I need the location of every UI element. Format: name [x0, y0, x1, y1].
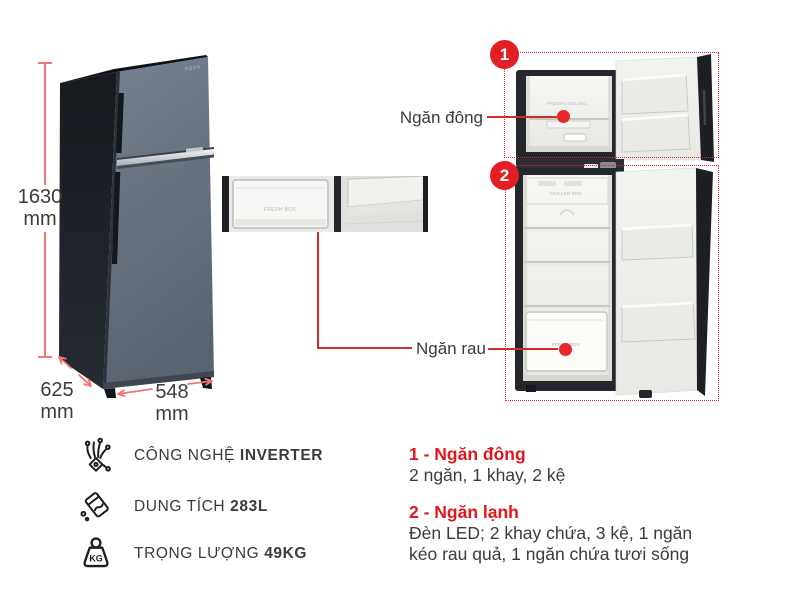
height-dim-line-bottom [44, 232, 46, 357]
detail-crisper-drawer [232, 179, 329, 229]
depth-label: 625 mm [40, 379, 74, 423]
crisper-callout-label: Ngăn rau [416, 339, 486, 358]
brand-logo: AQUA [184, 64, 201, 71]
crisper-callout-dot [559, 343, 572, 356]
crisper-callout-line-v [317, 232, 319, 348]
fridge-front [103, 57, 214, 389]
door-foot [639, 390, 652, 398]
ice-tray [563, 133, 587, 142]
width-dim-line-right [187, 380, 213, 385]
fridge-side [59, 72, 117, 389]
door-divider-strip [117, 149, 214, 166]
freezer-callout-dot [557, 110, 570, 123]
svg-text:CHILLER BOX: CHILLER BOX [550, 191, 582, 196]
freezer-callout-line [487, 116, 557, 118]
spec-row-weight: KG TRỌNG LƯỢNG 49KG [75, 533, 307, 575]
marker-2: 2 [490, 161, 519, 190]
bottom-door-handle [111, 172, 121, 264]
fridge-top [60, 55, 208, 83]
height-dim-cap-top [38, 62, 52, 64]
spec-label: CÔNG NGHỆ [134, 447, 235, 464]
marker-1: 1 [490, 40, 519, 69]
freezer-tray [546, 120, 591, 129]
dim-arrows [58, 356, 213, 397]
crisper-callout-line-h2 [488, 348, 558, 350]
chiller-box [525, 177, 609, 205]
fridge-zone-outline [505, 165, 719, 401]
fridge-open-image: FRESHCOOLING CHILLER BOX FRESH BOX [515, 54, 714, 398]
height-dim-line-top [44, 63, 46, 185]
spec-value: INVERTER [239, 447, 324, 464]
crisper-drawer [525, 311, 608, 372]
width-label: 548 mm [155, 381, 189, 425]
fridge-foot [526, 385, 536, 392]
height-label: 1630 mm [17, 186, 63, 230]
svg-text:KG: KG [89, 553, 102, 563]
crisper-callout-line-h1 [317, 347, 412, 349]
spec-row-technology: CÔNG NGHỆ INVERTER [75, 435, 323, 477]
legend: 1 - Ngăn đông 2 ngăn, 1 khay, 2 kệ 2 - N… [409, 444, 709, 565]
fridge-3d-image: AQUA [59, 55, 214, 398]
svg-text:FRESH BOX: FRESH BOX [264, 207, 297, 213]
model-badge [185, 147, 204, 154]
svg-text:FRESHCOOLING: FRESHCOOLING [547, 101, 587, 106]
width-dim-line-left [117, 388, 153, 395]
fridge-foot [104, 388, 116, 398]
fridge-door-edge [696, 168, 713, 396]
crisper-detail-image: FRESH BOX [222, 176, 428, 232]
capacity-icon [80, 492, 109, 522]
spec-label: DUNG TÍCH [134, 498, 226, 515]
top-door-handle [116, 93, 124, 153]
legend-item-fridge: 2 - Ngăn lạnh Đèn LED; 2 khay chứa, 3 kệ… [409, 502, 709, 565]
inverter-chip-icon [84, 437, 111, 472]
legend-desc: 2 ngăn, 1 khay, 2 kệ [409, 465, 566, 485]
height-dim-cap-bottom [38, 356, 52, 358]
legend-desc: Đèn LED; 2 khay chứa, 3 kệ, 1 ngăn kéo r… [409, 523, 693, 564]
freezer-callout-label: Ngăn đông [399, 108, 483, 127]
weight-icon: KG [83, 537, 109, 568]
legend-item-freezer: 1 - Ngăn đông 2 ngăn, 1 khay, 2 kệ [409, 444, 709, 486]
legend-title: 1 - Ngăn đông [409, 444, 526, 464]
freezer-zone-outline [504, 52, 719, 158]
spec-value: 283L [230, 498, 268, 515]
legend-title: 2 - Ngăn lạnh [409, 502, 519, 522]
spec-value: 49KG [264, 545, 308, 562]
depth-dim-line [58, 356, 72, 369]
spec-row-capacity: DUNG TÍCH 283L [75, 486, 268, 528]
spec-label: TRỌNG LƯỢNG [134, 545, 260, 562]
